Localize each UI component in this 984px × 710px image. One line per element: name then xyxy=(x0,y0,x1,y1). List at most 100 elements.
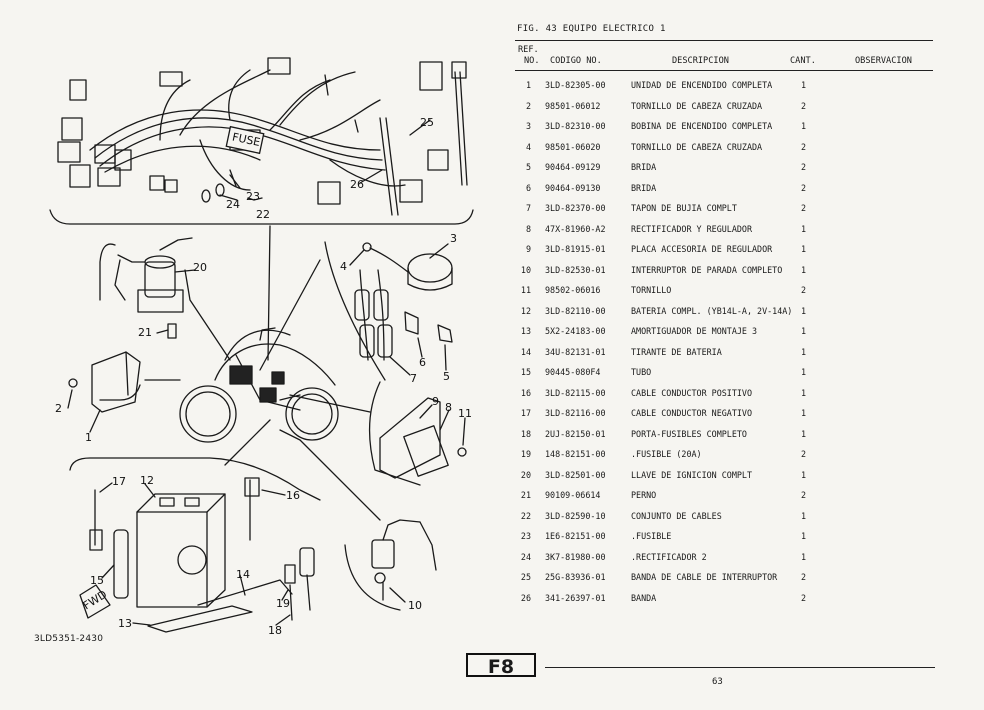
part-quantity: 1 xyxy=(801,121,807,131)
ignition-coil-drawing xyxy=(354,242,453,361)
callout-13: 13 xyxy=(118,617,132,630)
part-quantity: 2 xyxy=(801,449,807,459)
ref-number: 26 xyxy=(520,592,531,603)
header-qty: CANT. xyxy=(790,56,816,66)
callout-15: 15 xyxy=(90,574,104,587)
part-code: 98501-06020 xyxy=(545,141,601,152)
callout-12: 12 xyxy=(140,474,154,487)
ref-number: 16 xyxy=(520,387,531,398)
callout-26: 26 xyxy=(350,178,364,191)
page-number: 63 xyxy=(712,677,723,687)
part-code: 34U-82131-01 xyxy=(545,346,606,357)
part-quantity: 1 xyxy=(801,305,807,316)
part-description: TORNILLO DE CABEZA CRUZADA xyxy=(631,141,763,152)
part-code: 98502-06016 xyxy=(545,285,601,295)
part-code: 3LD-82530-01 xyxy=(545,264,606,275)
part-description: CABLE CONDUCTOR NEGATIVO xyxy=(631,408,753,418)
ref-number: 24 xyxy=(520,551,531,562)
ignition-unit-drawing xyxy=(68,351,141,413)
part-description: .RECTIFICADOR 2 xyxy=(631,551,707,562)
part-description: TUBO xyxy=(631,367,652,377)
ref-number: 3 xyxy=(525,121,531,131)
ref-number: 22 xyxy=(520,510,531,521)
part-quantity: 2 xyxy=(801,182,807,193)
header-remarks: OBSERVACION xyxy=(855,56,912,66)
callout-1: 1 xyxy=(85,431,92,444)
ignition-key-drawing xyxy=(114,237,193,339)
table-top-rule xyxy=(515,40,933,41)
part-code: 341-26397-01 xyxy=(545,592,606,603)
exploded-parts-diagram: FUSE FWD 1 2 3 4 5 6 7 8 9 10 11 12 13 1… xyxy=(49,57,474,637)
part-description: PERNO xyxy=(631,490,657,500)
callout-leaders xyxy=(67,119,466,626)
harness-group-bracket xyxy=(49,209,474,225)
ignition-group-bracket xyxy=(99,243,116,301)
part-quantity: 1 xyxy=(801,387,807,398)
part-quantity: 2 xyxy=(801,162,807,172)
ref-number: 10 xyxy=(520,264,531,275)
part-quantity: 2 xyxy=(801,203,807,213)
ref-number: 1 xyxy=(525,80,531,90)
drawing-code: 3LD5351-2430 xyxy=(34,634,104,644)
header-ref: REF. NO. xyxy=(518,45,540,66)
ref-number: 14 xyxy=(520,346,531,357)
part-quantity: 1 xyxy=(801,510,807,521)
ref-number: 12 xyxy=(520,305,531,316)
part-quantity: 1 xyxy=(801,326,807,336)
callout-2: 2 xyxy=(55,402,62,415)
part-description: BRIDA xyxy=(631,162,657,172)
part-code: 90109-06614 xyxy=(545,490,601,500)
part-description: CABLE CONDUCTOR POSITIVO xyxy=(631,387,753,398)
rectifier-regulator-drawing xyxy=(379,397,467,479)
part-code: 2UJ-82150-01 xyxy=(545,428,606,439)
ref-number: 25 xyxy=(520,572,531,582)
ref-number: 20 xyxy=(520,469,531,480)
part-quantity: 1 xyxy=(801,551,807,562)
part-description: BATERIA COMPL. (YB14L-A, 2V-14A) xyxy=(631,305,793,316)
part-description: RECTIFICADOR Y REGULADOR xyxy=(631,223,753,234)
callout-23: 23 xyxy=(246,190,260,203)
part-description: TORNILLO xyxy=(631,285,672,295)
part-quantity: 1 xyxy=(801,80,807,90)
callout-17: 17 xyxy=(112,475,126,488)
part-code: 3LD-82590-10 xyxy=(545,510,606,521)
part-description: PLACA ACCESORIA DE REGULADOR xyxy=(631,244,773,254)
ref-number: 21 xyxy=(520,490,531,500)
callout-14: 14 xyxy=(236,568,250,581)
ref-number: 8 xyxy=(525,223,531,234)
ref-number: 9 xyxy=(525,244,531,254)
part-description: LLAVE DE IGNICION COMPLT xyxy=(631,469,753,480)
ref-number: 13 xyxy=(520,326,531,336)
callout-8: 8 xyxy=(445,401,452,414)
section-tab: F8 xyxy=(466,653,536,678)
callout-6: 6 xyxy=(419,356,426,369)
callout-18: 18 xyxy=(268,624,282,637)
footer-rule xyxy=(545,667,935,668)
callout-numbers: 1 2 3 4 5 6 7 8 9 10 11 12 13 14 15 16 1… xyxy=(55,116,472,637)
part-code: 3LD-82110-00 xyxy=(545,305,606,316)
part-quantity: 1 xyxy=(801,469,807,480)
part-quantity: 1 xyxy=(801,367,807,377)
callout-11: 11 xyxy=(458,407,472,420)
table-row: 12 3LD-82110-00 BATERIA COMPL. (YB14L-A, 2… xyxy=(515,306,935,326)
part-description: BANDA DE CABLE DE INTERRUPTOR xyxy=(631,572,778,582)
part-code: 148-82151-00 xyxy=(545,449,606,459)
part-code: 3LD-82310-00 xyxy=(545,121,606,131)
fuse-label: FUSE xyxy=(231,130,261,149)
part-code: 3LD-82115-00 xyxy=(545,387,606,398)
part-code: 3LD-82370-00 xyxy=(545,203,606,213)
part-description: TORNILLO DE CABEZA CRUZADA xyxy=(631,100,763,111)
part-code: 47X-81960-A2 xyxy=(545,223,606,234)
callout-19: 19 xyxy=(276,597,290,610)
